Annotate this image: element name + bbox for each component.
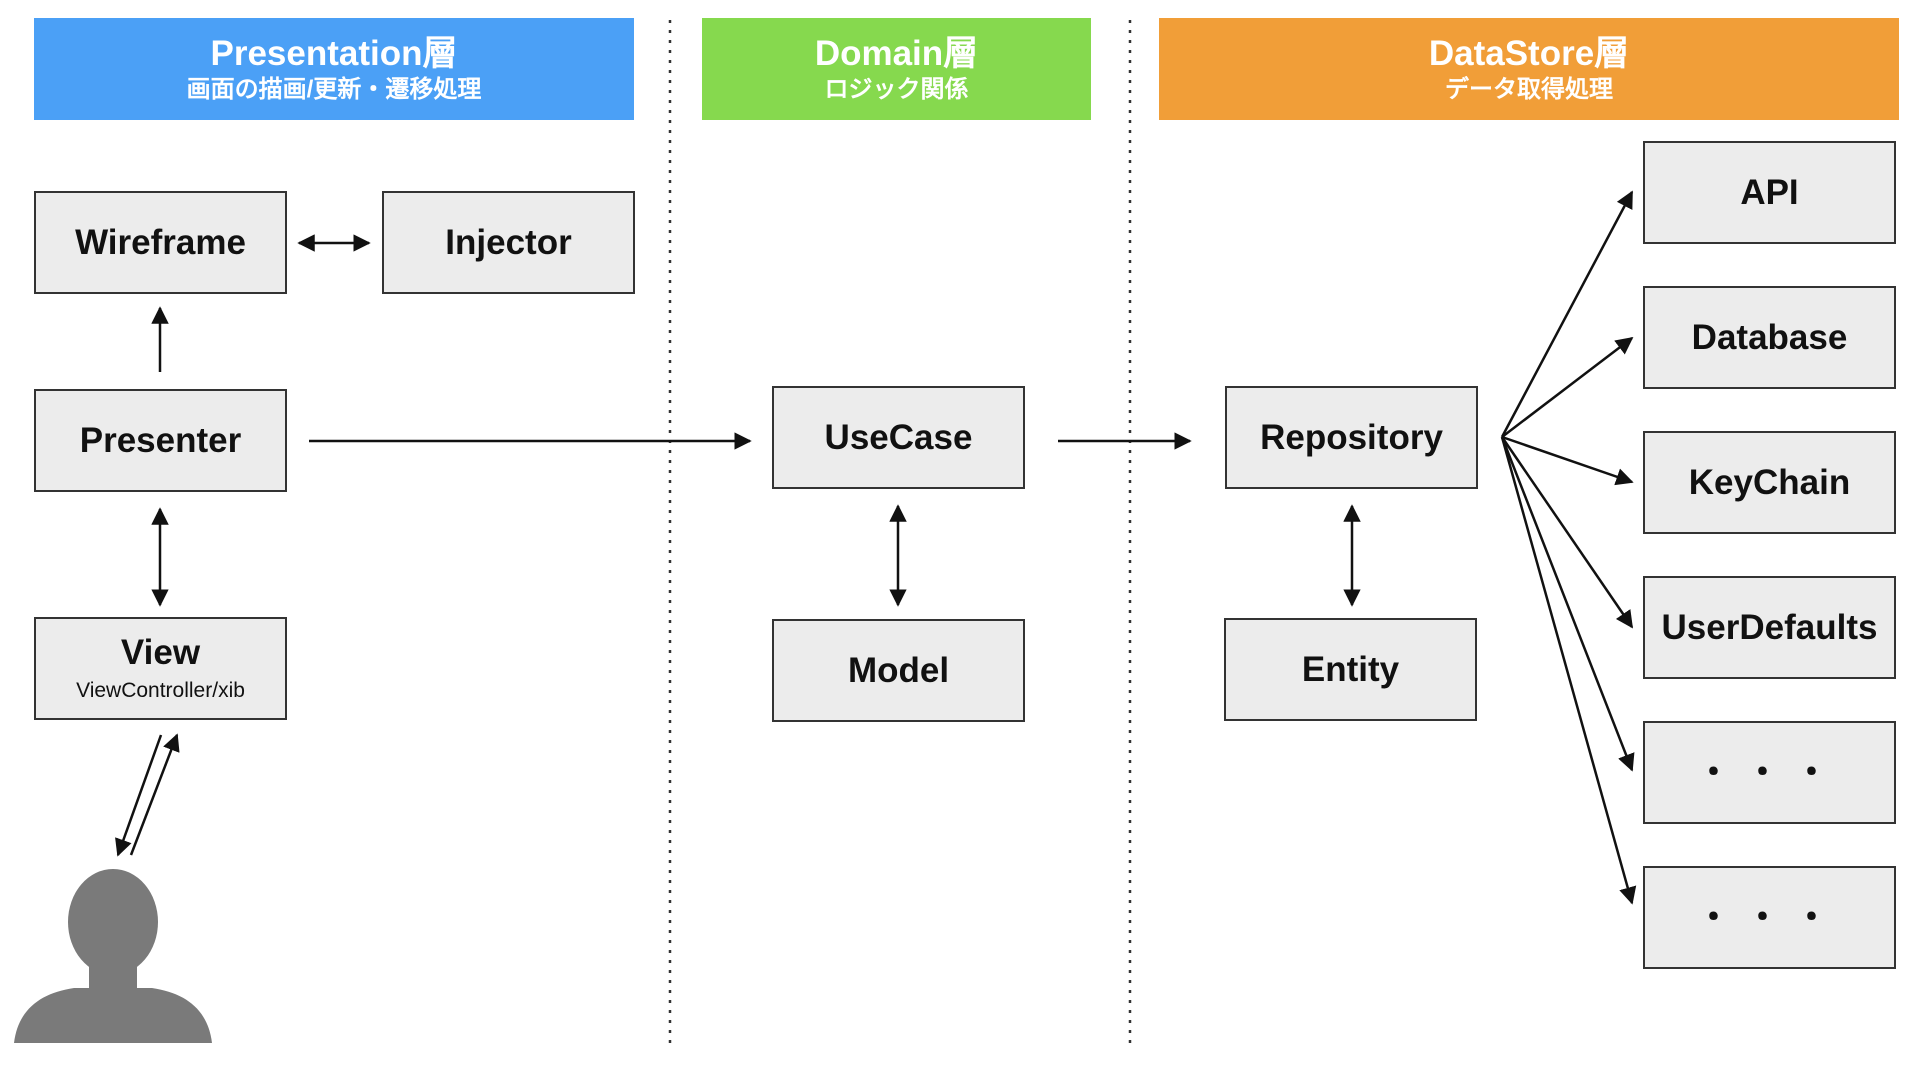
node-view-sublabel: ViewController/xib	[76, 678, 245, 702]
node-injector-label: Injector	[445, 222, 572, 262]
domain-layer-subtitle: ロジック関係	[824, 76, 969, 103]
node-injector: Injector	[382, 191, 635, 294]
domain-layer-title: Domain層	[814, 34, 979, 73]
node-repository-label: Repository	[1260, 417, 1443, 457]
node-presenter-label: Presenter	[79, 420, 242, 460]
arrow-view-to-user	[115, 734, 163, 857]
presentation-layer-title: Presentation層	[210, 34, 458, 73]
node-view: View ViewController/xib	[34, 617, 287, 720]
node-model-label: Model	[847, 650, 950, 690]
node-database-label: Database	[1691, 317, 1848, 357]
datastore-layer-title: DataStore層	[1428, 34, 1630, 73]
node-usecase-label: UseCase	[824, 417, 973, 457]
node-keychain: KeyChain	[1643, 431, 1896, 534]
node-more-2-label: ・・・	[1695, 897, 1843, 937]
arrow-repository-to-more1	[1500, 436, 1635, 772]
arrow-repository-to-more2	[1500, 436, 1637, 905]
node-wireframe: Wireframe	[34, 191, 287, 294]
datastore-layer-subtitle: データ取得処理	[1445, 76, 1613, 103]
domain-layer-header: Domain層 ロジック関係	[702, 18, 1091, 120]
arrow-user-to-view	[129, 733, 180, 856]
node-presenter: Presenter	[34, 389, 287, 492]
node-wireframe-label: Wireframe	[75, 222, 246, 262]
arrow-repository-to-api	[1500, 190, 1634, 438]
node-api: API	[1643, 141, 1896, 244]
presentation-layer-subtitle: 画面の描画/更新・遷移処理	[186, 76, 482, 103]
arrow-repository-to-userdefaults	[1500, 436, 1634, 629]
node-more-1: ・・・	[1643, 721, 1896, 824]
node-userdefaults: UserDefaults	[1643, 576, 1896, 679]
node-repository: Repository	[1225, 386, 1478, 489]
node-more-2: ・・・	[1643, 866, 1896, 969]
user-silhouette-icon	[14, 869, 212, 1043]
presentation-layer-header: Presentation層 画面の描画/更新・遷移処理	[34, 18, 634, 120]
node-userdefaults-label: UserDefaults	[1661, 607, 1878, 647]
arrow-repository-to-keychain	[1501, 435, 1634, 486]
node-api-label: API	[1740, 172, 1799, 212]
arrow-repository-to-database	[1501, 336, 1634, 438]
node-usecase: UseCase	[772, 386, 1025, 489]
node-model: Model	[772, 619, 1025, 722]
node-entity: Entity	[1224, 618, 1477, 721]
node-more-1-label: ・・・	[1695, 752, 1843, 792]
node-view-label: View	[120, 632, 201, 672]
node-database: Database	[1643, 286, 1896, 389]
node-keychain-label: KeyChain	[1688, 462, 1851, 502]
datastore-layer-header: DataStore層 データ取得処理	[1159, 18, 1899, 120]
node-entity-label: Entity	[1301, 649, 1400, 689]
